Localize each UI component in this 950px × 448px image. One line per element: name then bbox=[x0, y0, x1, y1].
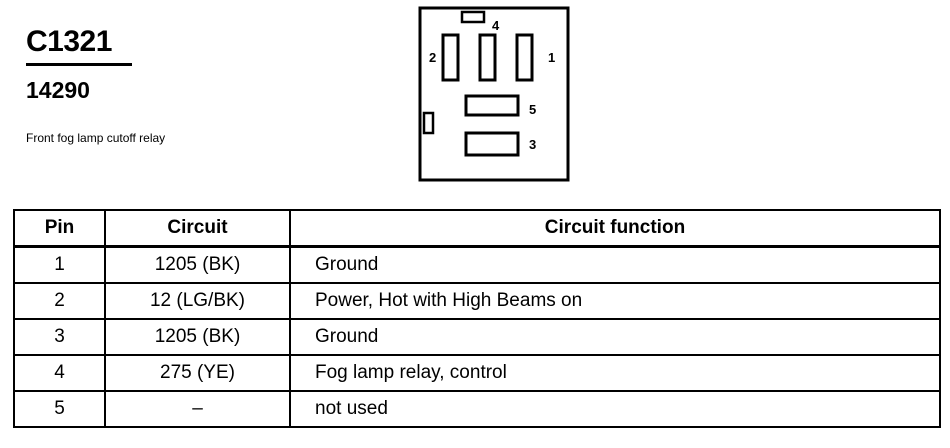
connector-id-underline bbox=[26, 63, 132, 66]
pin-column-header: Pin bbox=[13, 209, 106, 248]
terminal-slot-center bbox=[478, 33, 497, 82]
terminal-slot-3 bbox=[464, 131, 520, 157]
circuit-cell: – bbox=[104, 390, 291, 428]
pin-label-3: 3 bbox=[529, 137, 536, 152]
function-column-header: Circuit function bbox=[289, 209, 941, 248]
terminal-slot-1 bbox=[515, 33, 534, 82]
function-cell: not used bbox=[289, 390, 941, 428]
pin-label-5: 5 bbox=[529, 102, 536, 117]
table-row: 1 1205 (BK) Ground bbox=[13, 245, 941, 284]
pin-cell: 5 bbox=[13, 390, 106, 428]
circuit-cell: 275 (YE) bbox=[104, 354, 291, 392]
table-row: 3 1205 (BK) Ground bbox=[13, 318, 941, 356]
pin-cell: 3 bbox=[13, 318, 106, 356]
pin-table: Pin Circuit Circuit function 1 1205 (BK)… bbox=[13, 209, 941, 428]
pin-cell: 2 bbox=[13, 282, 106, 320]
pin-label-4: 4 bbox=[492, 18, 500, 33]
circuit-cell: 12 (LG/BK) bbox=[104, 282, 291, 320]
connector-description: Front fog lamp cutoff relay bbox=[26, 131, 166, 145]
circuit-cell: 1205 (BK) bbox=[104, 318, 291, 356]
terminal-slot-5 bbox=[464, 94, 520, 117]
part-number: 14290 bbox=[26, 77, 90, 103]
table-row: 4 275 (YE) Fog lamp relay, control bbox=[13, 354, 941, 392]
function-cell: Ground bbox=[289, 245, 941, 284]
side-key bbox=[422, 111, 435, 135]
function-cell: Ground bbox=[289, 318, 941, 356]
locking-tab bbox=[460, 10, 486, 24]
pin-label-2: 2 bbox=[429, 50, 436, 65]
circuit-column-header: Circuit bbox=[104, 209, 291, 248]
connector-id: C1321 bbox=[26, 25, 112, 58]
circuit-cell: 1205 (BK) bbox=[104, 245, 291, 284]
function-cell: Fog lamp relay, control bbox=[289, 354, 941, 392]
pin-label-1: 1 bbox=[548, 50, 555, 65]
pin-cell: 4 bbox=[13, 354, 106, 392]
function-cell: Power, Hot with High Beams on bbox=[289, 282, 941, 320]
pin-cell: 1 bbox=[13, 245, 106, 284]
table-row: 2 12 (LG/BK) Power, Hot with High Beams … bbox=[13, 282, 941, 320]
connector-face-diagram: 4 2 1 5 3 bbox=[418, 6, 570, 182]
terminal-slot-2 bbox=[441, 33, 460, 82]
table-header-row: Pin Circuit Circuit function bbox=[13, 209, 941, 248]
table-row: 5 – not used bbox=[13, 390, 941, 428]
